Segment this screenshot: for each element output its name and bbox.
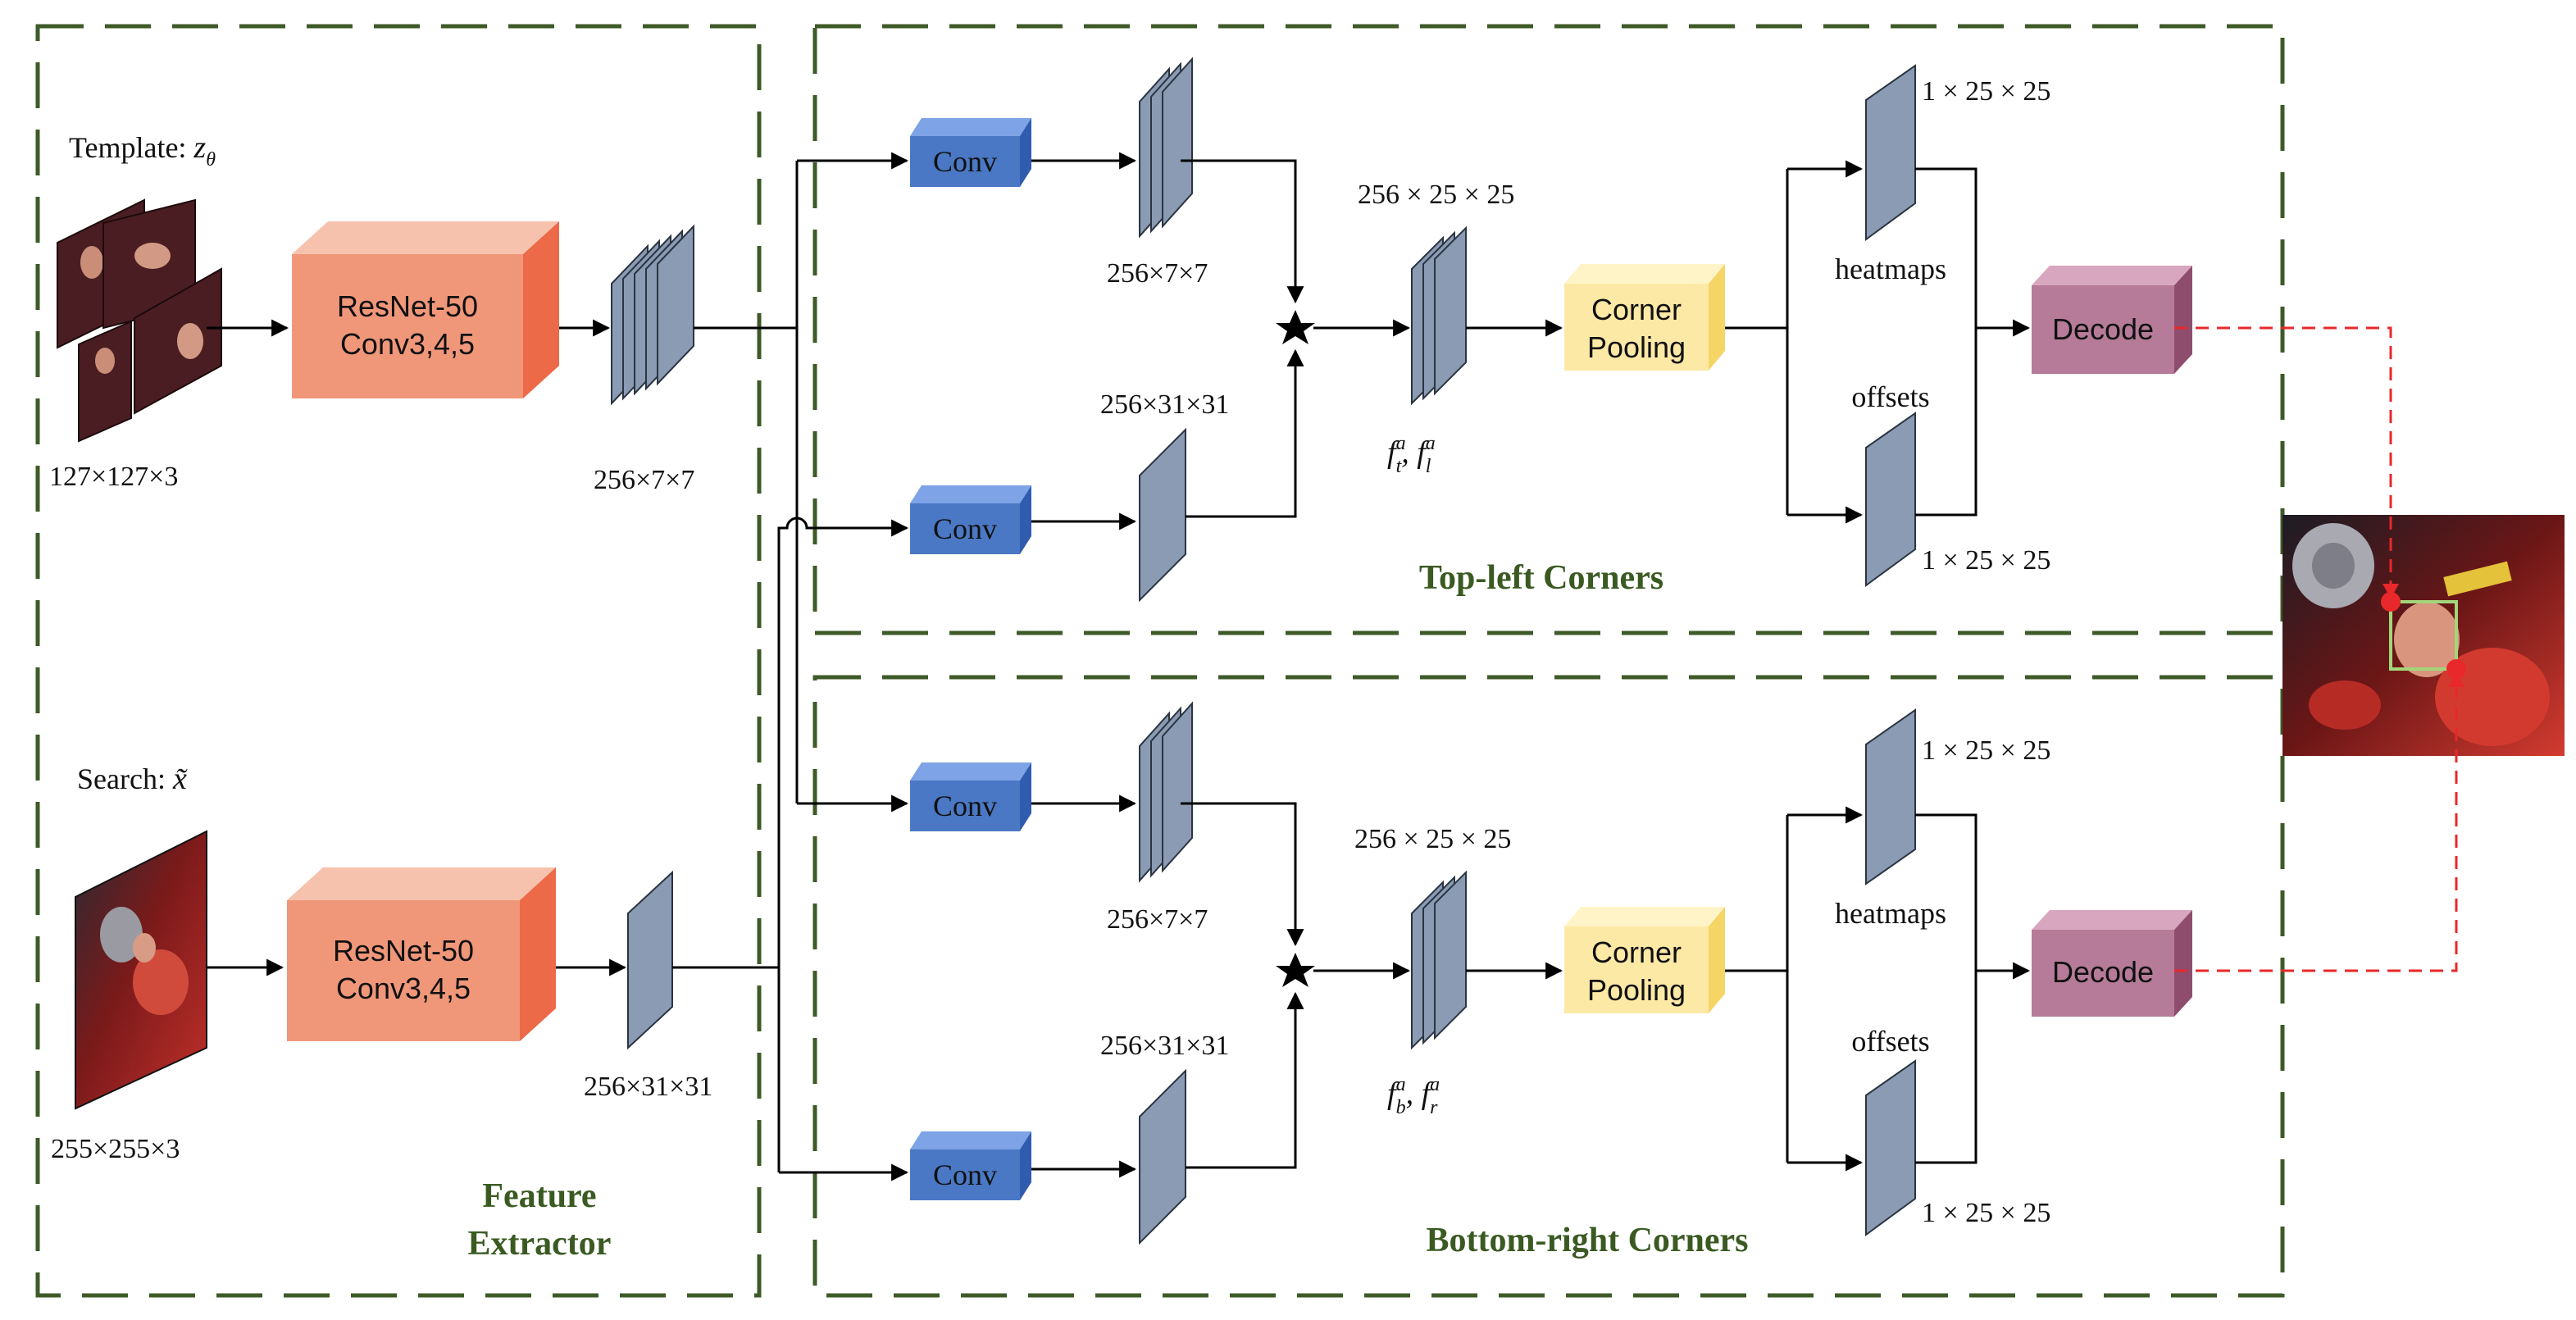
top-left-corners-frame	[812, 24, 2285, 635]
heatmap-map-tl	[1865, 64, 1916, 241]
conv-block-tl-template: Conv	[910, 118, 1031, 187]
resnet-search-line-2: Conv3,4,5	[336, 972, 471, 1005]
feature-extractor-title-line-2: Extractor	[468, 1225, 612, 1263]
conv-tl-search-label: Conv	[933, 512, 997, 545]
resnet-block-template: ResNet-50 Conv3,4,5	[292, 221, 559, 398]
corner-pooling-br-line-2: Pooling	[1587, 973, 1686, 1007]
offset-size-br: 1 × 25 × 25	[1922, 1198, 2050, 1228]
red-arrow-top-left	[2383, 584, 2399, 599]
conv-br-search-label: Conv	[933, 1158, 997, 1191]
resnet-template-line-2: Conv3,4,5	[340, 327, 475, 361]
decode-block-tl: Decode	[2032, 266, 2192, 374]
decode-block-br: Decode	[2032, 910, 2192, 1017]
corr-size-tl: 256 × 25 × 25	[1358, 180, 1514, 210]
template-label: Template: zθ	[69, 130, 216, 171]
search-image	[75, 830, 207, 1110]
search-size: 255×255×3	[51, 1134, 180, 1164]
search-conv-size-tl: 256×31×31	[1100, 389, 1229, 420]
offset-size-tl: 1 × 25 × 25	[1922, 545, 2050, 576]
wire-to-conv-tl-search	[777, 517, 909, 1172]
correlation-feature-map-tl	[1411, 225, 1467, 406]
heatmap-size-tl: 1 × 25 × 25	[1922, 76, 2050, 107]
heatmap-size-br: 1 × 25 × 25	[1922, 735, 2050, 766]
tracking-box	[2389, 600, 2458, 671]
correlation-feature-map-br	[1411, 870, 1467, 1050]
offsets-label-br: offsets	[1851, 1025, 1929, 1058]
wire-search-to-star-br	[1186, 991, 1304, 1169]
red-link-bottom-right	[2174, 679, 2458, 972]
kernel-size-tl: 256×7×7	[1107, 258, 1208, 289]
template-feature-size: 256×7×7	[594, 465, 694, 495]
bottom-right-corners-frame	[812, 675, 2285, 1298]
feature-extractor-title-line-1: Feature	[482, 1177, 596, 1215]
wire-heads-merge-br	[1915, 813, 1978, 1164]
resnet-search-line-1: ResNet-50	[333, 934, 474, 967]
corner-pooling-tl-line-2: Pooling	[1587, 330, 1686, 364]
search-label: Search: x̃	[77, 762, 188, 796]
search-conv-feature-map-br	[1139, 1068, 1186, 1245]
top-left-corner-marker	[2381, 592, 2401, 612]
template-size: 127×127×3	[49, 462, 178, 492]
search-feature-size: 256×31×31	[584, 1072, 712, 1102]
feature-extractor-frame	[35, 24, 762, 1298]
corner-pooling-br-line-1: Corner	[1591, 935, 1682, 969]
heatmaps-label-br: heatmaps	[1835, 897, 1946, 930]
conv-block-tl-search: Conv	[910, 485, 1031, 554]
search-feature-map	[627, 870, 673, 1050]
resnet-template-line-1: ResNet-50	[337, 289, 478, 323]
wire-kernel-to-star-tl	[1181, 159, 1304, 304]
conv-tl-template-label: Conv	[933, 145, 997, 178]
offset-map-br	[1865, 1059, 1916, 1236]
search-conv-size-br: 256×31×31	[1100, 1031, 1229, 1061]
heatmaps-label-tl: heatmaps	[1835, 253, 1946, 285]
red-link-top-left	[2174, 326, 2392, 592]
wire-kernel-to-star-br	[1181, 802, 1304, 947]
corner-pooling-tl-line-1: Corner	[1591, 293, 1682, 326]
kernel-feature-map-tl	[1139, 57, 1193, 239]
wire-search-to-star-tl	[1186, 348, 1304, 518]
bottom-right-corner-marker	[2446, 659, 2466, 679]
template-image-stack	[57, 198, 222, 443]
offset-map-tl	[1865, 412, 1916, 587]
decode-br-label: Decode	[2052, 955, 2154, 989]
kernel-feature-map-br	[1139, 701, 1193, 883]
corner-pooling-block-br: Corner Pooling	[1564, 907, 1725, 1013]
corr-size-br: 256 × 25 × 25	[1354, 824, 1511, 854]
red-arrow-bottom-right	[2448, 672, 2464, 687]
template-feature-map	[611, 224, 694, 406]
heatmap-map-br	[1865, 708, 1916, 885]
tracking-result-image	[2282, 515, 2565, 756]
bottom-right-corners-title: Bottom-right Corners	[1426, 1222, 1748, 1259]
offsets-label-tl: offsets	[1851, 380, 1929, 413]
kernel-size-br: 256×7×7	[1107, 904, 1208, 935]
resnet-block-search: ResNet-50 Conv3,4,5	[287, 867, 556, 1041]
decode-tl-label: Decode	[2052, 312, 2154, 346]
conv-block-br-search: Conv	[910, 1131, 1031, 1200]
conv-br-template-label: Conv	[933, 790, 997, 822]
star-icon	[1276, 310, 1315, 344]
wire-heads-merge-tl	[1915, 167, 1978, 517]
conv-block-br-template: Conv	[910, 762, 1031, 831]
top-left-corners-title: Top-left Corners	[1419, 559, 1663, 597]
search-conv-feature-map-tl	[1139, 427, 1186, 603]
corner-pooling-block-tl: Corner Pooling	[1564, 264, 1725, 371]
star-icon	[1276, 953, 1315, 987]
